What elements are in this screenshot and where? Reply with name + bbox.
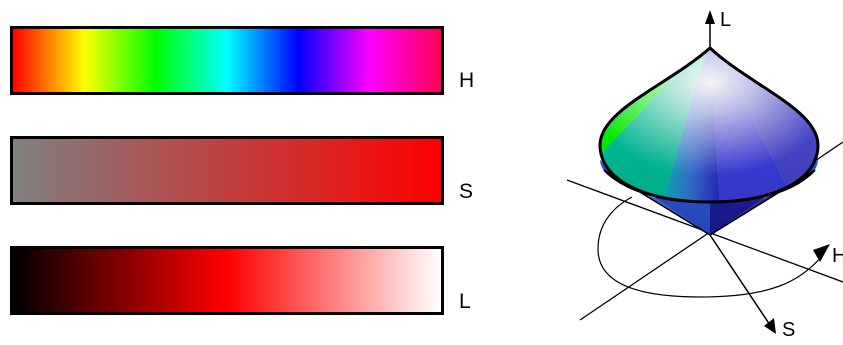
saturation-gradient-bar: [10, 136, 444, 205]
saturation-axis-label: S: [782, 319, 795, 341]
lightness-bar-label: L: [459, 290, 471, 313]
saturation-arrow-icon: [764, 318, 776, 334]
hue-axis-label: H: [832, 245, 843, 267]
saturation-bar-label: S: [459, 180, 474, 203]
hue-gradient-bar: [10, 26, 444, 95]
hue-arrow-icon: [813, 244, 830, 262]
hue-circle-guide: [597, 196, 823, 298]
saturation-axis: [709, 234, 771, 326]
hue-bar-label: H: [459, 69, 475, 92]
lightness-arrow-icon: [705, 10, 715, 24]
lightness-gradient-bar: [10, 246, 444, 315]
lightness-axis-label: L: [720, 9, 731, 31]
